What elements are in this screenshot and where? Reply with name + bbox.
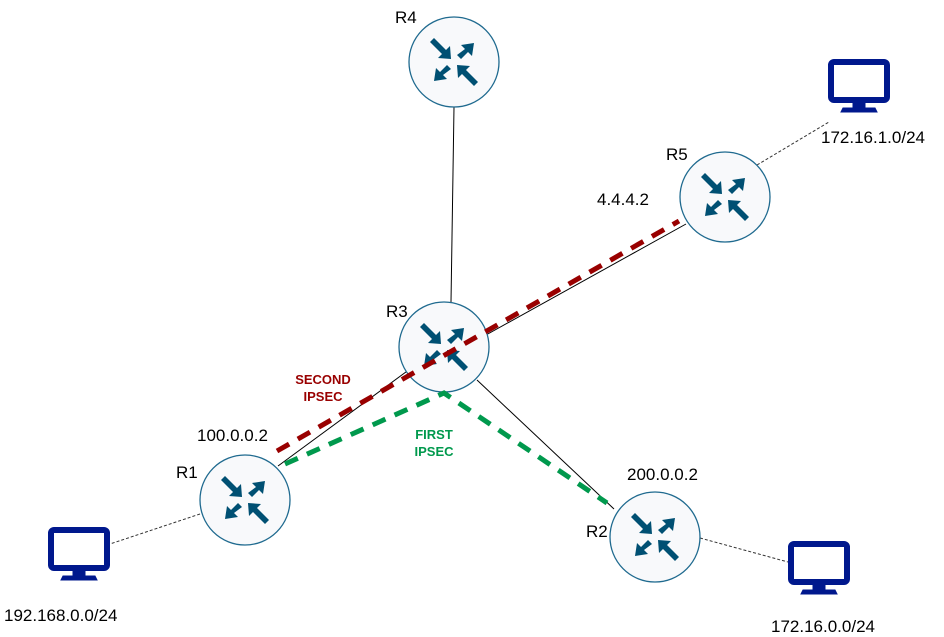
- second-ipsec-label-line1: SECOND: [295, 372, 351, 387]
- link-r3-r2: [476, 379, 615, 510]
- router-body: [609, 491, 701, 583]
- second-ipsec-label-line2: IPSEC: [303, 389, 343, 404]
- link-r3-r5: [485, 223, 687, 336]
- router-label-R3: R3: [386, 302, 408, 321]
- monitor-icon: [831, 62, 887, 112]
- first-ipsec-label-line2: IPSEC: [414, 444, 454, 459]
- links: [109, 106, 830, 563]
- link-r1-lan: [109, 513, 201, 545]
- router-R5[interactable]: [679, 151, 771, 243]
- monitor-icon: [791, 544, 847, 594]
- first-ipsec-tunnel: [283, 390, 609, 506]
- router-body: [408, 16, 500, 108]
- ip-label-R5: 4.4.4.2: [597, 190, 649, 209]
- second-ipsec-tunnel: [275, 218, 681, 454]
- network-label-lan-r5: 172.16.1.0/24: [821, 128, 925, 147]
- router-label-R2: R2: [586, 522, 608, 541]
- network-label-lan-r2: 172.16.0.0/24: [771, 617, 875, 636]
- network-label-lan-r1: 192.168.0.0/24: [4, 606, 117, 625]
- link-r4-r3: [450, 106, 455, 303]
- router-body: [199, 454, 291, 546]
- router-R3[interactable]: [398, 301, 490, 393]
- link-r2-lan: [699, 537, 789, 563]
- monitor-icon: [51, 530, 107, 580]
- host-lan-r5[interactable]: [831, 62, 887, 112]
- router-body: [398, 301, 490, 393]
- router-label-R1: R1: [176, 463, 198, 482]
- router-body: [679, 151, 771, 243]
- router-R1[interactable]: [199, 454, 291, 546]
- first-ipsec-label-line1: FIRST: [415, 427, 453, 442]
- router-R2[interactable]: [609, 491, 701, 583]
- ip-label-R2: 200.0.0.2: [627, 465, 698, 484]
- router-label-R5: R5: [666, 145, 688, 164]
- host-lan-r2[interactable]: [791, 544, 847, 594]
- host-lan-r1[interactable]: [51, 530, 107, 580]
- router-R4[interactable]: [408, 16, 500, 108]
- router-label-R4: R4: [395, 8, 417, 27]
- link-r5-lan: [756, 121, 830, 166]
- ip-label-R1: 100.0.0.2: [197, 426, 268, 445]
